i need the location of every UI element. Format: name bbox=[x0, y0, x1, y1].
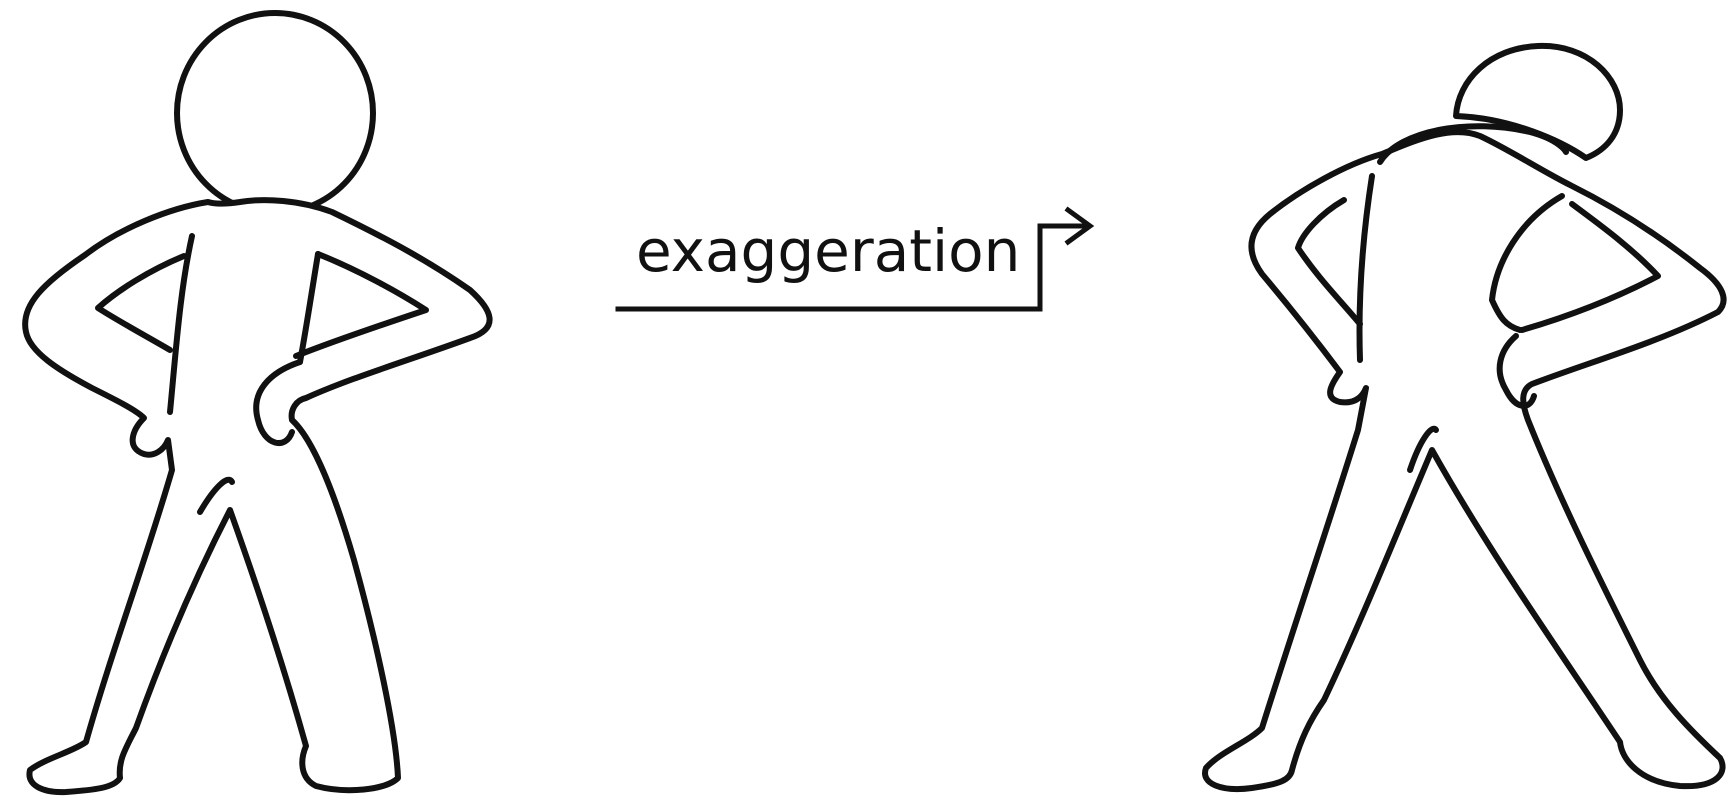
transition-arrow bbox=[615, 206, 1095, 312]
left-figure-right-hand bbox=[253, 359, 303, 446]
left-figure-head bbox=[174, 10, 376, 216]
left-figure-right-inner-torso bbox=[297, 251, 321, 365]
transition-label: exaggeration bbox=[636, 217, 1021, 285]
left-figure-left-inner-torso bbox=[167, 233, 195, 415]
right-figure-left-inner-torso bbox=[1356, 173, 1375, 363]
right-figure-body-outline bbox=[1202, 129, 1727, 792]
left-figure-right-arm-inner bbox=[293, 251, 429, 359]
bent-right-arrow-icon bbox=[615, 223, 1089, 312]
right-figure-left-arm-inner bbox=[1295, 197, 1363, 327]
right-figure-right-arm-inner bbox=[1489, 193, 1565, 333]
left-figure-left-arm-inner bbox=[95, 253, 187, 353]
arrow-head bbox=[1064, 206, 1095, 246]
right-figure-back-curve bbox=[1377, 123, 1569, 165]
right-figure-crotch bbox=[1407, 425, 1439, 473]
normal-pose-figure bbox=[22, 10, 493, 796]
right-figure-right-hand bbox=[1496, 333, 1537, 409]
left-figure-crotch bbox=[197, 476, 235, 515]
exaggerated-pose-figure bbox=[1202, 42, 1727, 792]
left-figure-body-outline bbox=[22, 197, 493, 796]
right-figure-right-forearm bbox=[1519, 201, 1661, 333]
